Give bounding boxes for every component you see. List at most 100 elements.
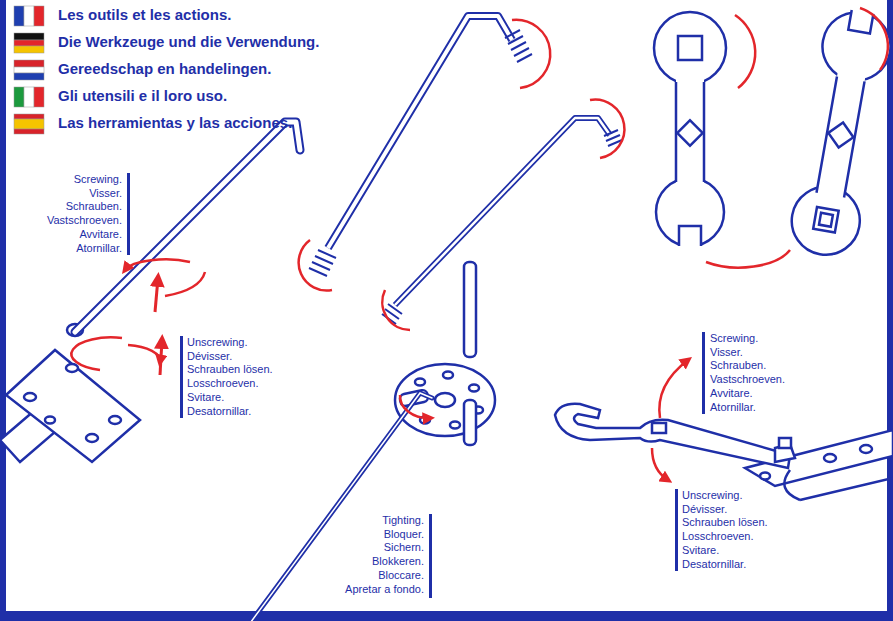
rotation-arrow: [128, 345, 160, 362]
screwdriver: [309, 250, 336, 276]
action-label: Apretar a fondo.: [345, 583, 424, 596]
screwdriver: [395, 118, 610, 305]
wheel: [464, 262, 476, 357]
action-label: Avvitare.: [710, 387, 753, 400]
screwdriver: [505, 30, 532, 62]
title-text: Die Werkzeuge und die Verwendung.: [58, 31, 319, 53]
rotation-arrow: [652, 448, 668, 480]
hex-wire: [245, 393, 432, 621]
rotation-arrow: [71, 337, 122, 370]
screwdriver: [309, 16, 532, 276]
wheel: [395, 262, 495, 445]
rotation-arrow: [125, 259, 190, 270]
wrench: [679, 225, 701, 250]
action-label: Atornillar.: [76, 242, 122, 255]
flags: [14, 129, 44, 134]
label-bar: [675, 489, 678, 571]
action-label: Dévisser.: [682, 503, 727, 516]
wrench: [786, 0, 893, 260]
plate: [24, 393, 36, 401]
rotation-arrow: [165, 272, 205, 296]
wrench: [677, 120, 702, 145]
wheel: [395, 364, 495, 436]
rotation-arrow: [706, 250, 790, 268]
action-label: Bloccare.: [378, 569, 424, 582]
flags: [24, 6, 34, 26]
frame: [0, 611, 893, 621]
flags: [14, 60, 44, 67]
rotation-arrow: [71, 8, 887, 480]
flags: [14, 73, 44, 80]
action-label: Svitare.: [682, 544, 719, 557]
wrench: [555, 404, 790, 468]
plate: [86, 434, 98, 442]
wrench: [676, 82, 704, 182]
flags: [14, 6, 24, 26]
wrench: [816, 77, 864, 198]
label-bar: [429, 514, 432, 598]
action-label: Schrauben lösen.: [187, 363, 273, 376]
wrench: [652, 423, 666, 433]
action-label: Tighting.: [382, 514, 424, 527]
flags: [34, 87, 44, 107]
plate: [745, 430, 893, 500]
wheel: [469, 385, 479, 392]
allen-key: [75, 122, 300, 332]
plate: [66, 364, 78, 372]
plate: [0, 410, 55, 462]
action-label: Unscrewing.: [682, 489, 743, 502]
hex-wire: [245, 393, 432, 621]
action-label: Losschroeven.: [187, 377, 259, 390]
label-bar: [127, 173, 130, 255]
action-label: Visser.: [89, 187, 122, 200]
rotation-arrow: [860, 8, 888, 70]
flags: [14, 119, 44, 129]
screwdriver: [382, 130, 622, 324]
allen-key: [75, 122, 300, 332]
action-label: Unscrewing.: [187, 336, 248, 349]
plate: [760, 473, 770, 480]
action-label: Schrauben.: [66, 200, 122, 213]
plate: [0, 324, 140, 462]
rotation-arrow: [155, 278, 158, 312]
action-label: Sichern.: [384, 541, 424, 554]
title-text: Gereedschap en handelingen.: [58, 58, 271, 80]
rotation-arrow: [299, 240, 332, 291]
flags: [14, 67, 44, 73]
wrench: [816, 69, 866, 200]
title-text: Las herramientas y las acciones.: [58, 112, 292, 134]
wheel: [443, 372, 453, 379]
flags: [14, 6, 44, 134]
action-label: Avvitare.: [79, 228, 122, 241]
plate: [45, 417, 55, 424]
rotation-arrow: [659, 360, 688, 418]
action-label: Dévisser.: [187, 350, 232, 363]
wrench: [678, 36, 702, 60]
title-text: Gli utensili e il loro uso.: [58, 85, 227, 107]
flags: [14, 87, 24, 107]
plate: [109, 416, 121, 424]
action-label: Schrauben lösen.: [682, 516, 768, 529]
wrench: [676, 72, 704, 190]
label-bar: [127, 173, 705, 598]
flags: [24, 87, 34, 107]
flags: [14, 114, 44, 119]
flags: [14, 40, 44, 46]
action-label: Atornillar.: [710, 401, 756, 414]
screwdriver: [395, 118, 610, 305]
wrench: [679, 226, 701, 246]
plate: [860, 445, 872, 453]
wrench: [779, 438, 791, 448]
plate: [6, 350, 140, 462]
action-label: Vastschroeven.: [710, 373, 785, 386]
rotation-arrow: [400, 395, 430, 418]
rotation-arrow: [160, 340, 162, 375]
rotation-arrow: [382, 290, 410, 330]
flags: [14, 46, 44, 53]
action-label: Svitare.: [187, 391, 224, 404]
wheel: [415, 379, 425, 386]
wheel: [450, 422, 460, 429]
